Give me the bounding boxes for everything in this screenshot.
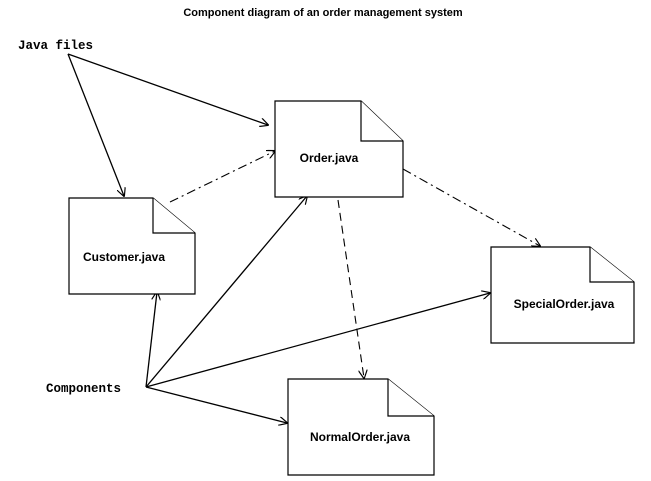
connector-components-to-customer xyxy=(145,292,157,388)
connector-components-to-special-order xyxy=(145,293,490,388)
connector-java-files-to-order xyxy=(67,53,268,125)
folded-corner xyxy=(152,198,195,234)
connectors xyxy=(67,53,540,423)
folded-corner xyxy=(589,247,634,283)
file-label-normal-order: NormalOrder.java xyxy=(310,430,410,444)
document-icon xyxy=(490,246,635,344)
document-icon xyxy=(274,100,404,198)
file-normal-order-java: NormalOrder.java xyxy=(287,378,435,476)
file-label-special-order: SpecialOrder.java xyxy=(514,297,615,311)
diagram-title: Component diagram of an order management… xyxy=(183,7,463,19)
file-order-java: Order.java xyxy=(274,100,404,198)
folded-corner xyxy=(360,101,403,142)
file-special-order-java: SpecialOrder.java xyxy=(490,246,635,344)
components-label: Components xyxy=(46,382,121,396)
java-files-label: Java files xyxy=(18,39,93,53)
connector-java-files-to-customer xyxy=(67,53,124,196)
folded-corner xyxy=(387,379,434,417)
dependency-customer-to-order xyxy=(169,151,275,203)
file-customer-java: Customer.java xyxy=(68,197,196,295)
file-label-order: Order.java xyxy=(300,151,359,165)
connector-components-to-order xyxy=(145,196,307,388)
dependency-order-to-normal-order xyxy=(337,199,364,378)
dependency-order-to-special-order xyxy=(402,168,540,246)
document-icon xyxy=(68,197,196,295)
document-icon xyxy=(287,378,435,476)
connector-components-to-normal-order xyxy=(145,386,287,423)
file-label-customer: Customer.java xyxy=(83,250,165,264)
